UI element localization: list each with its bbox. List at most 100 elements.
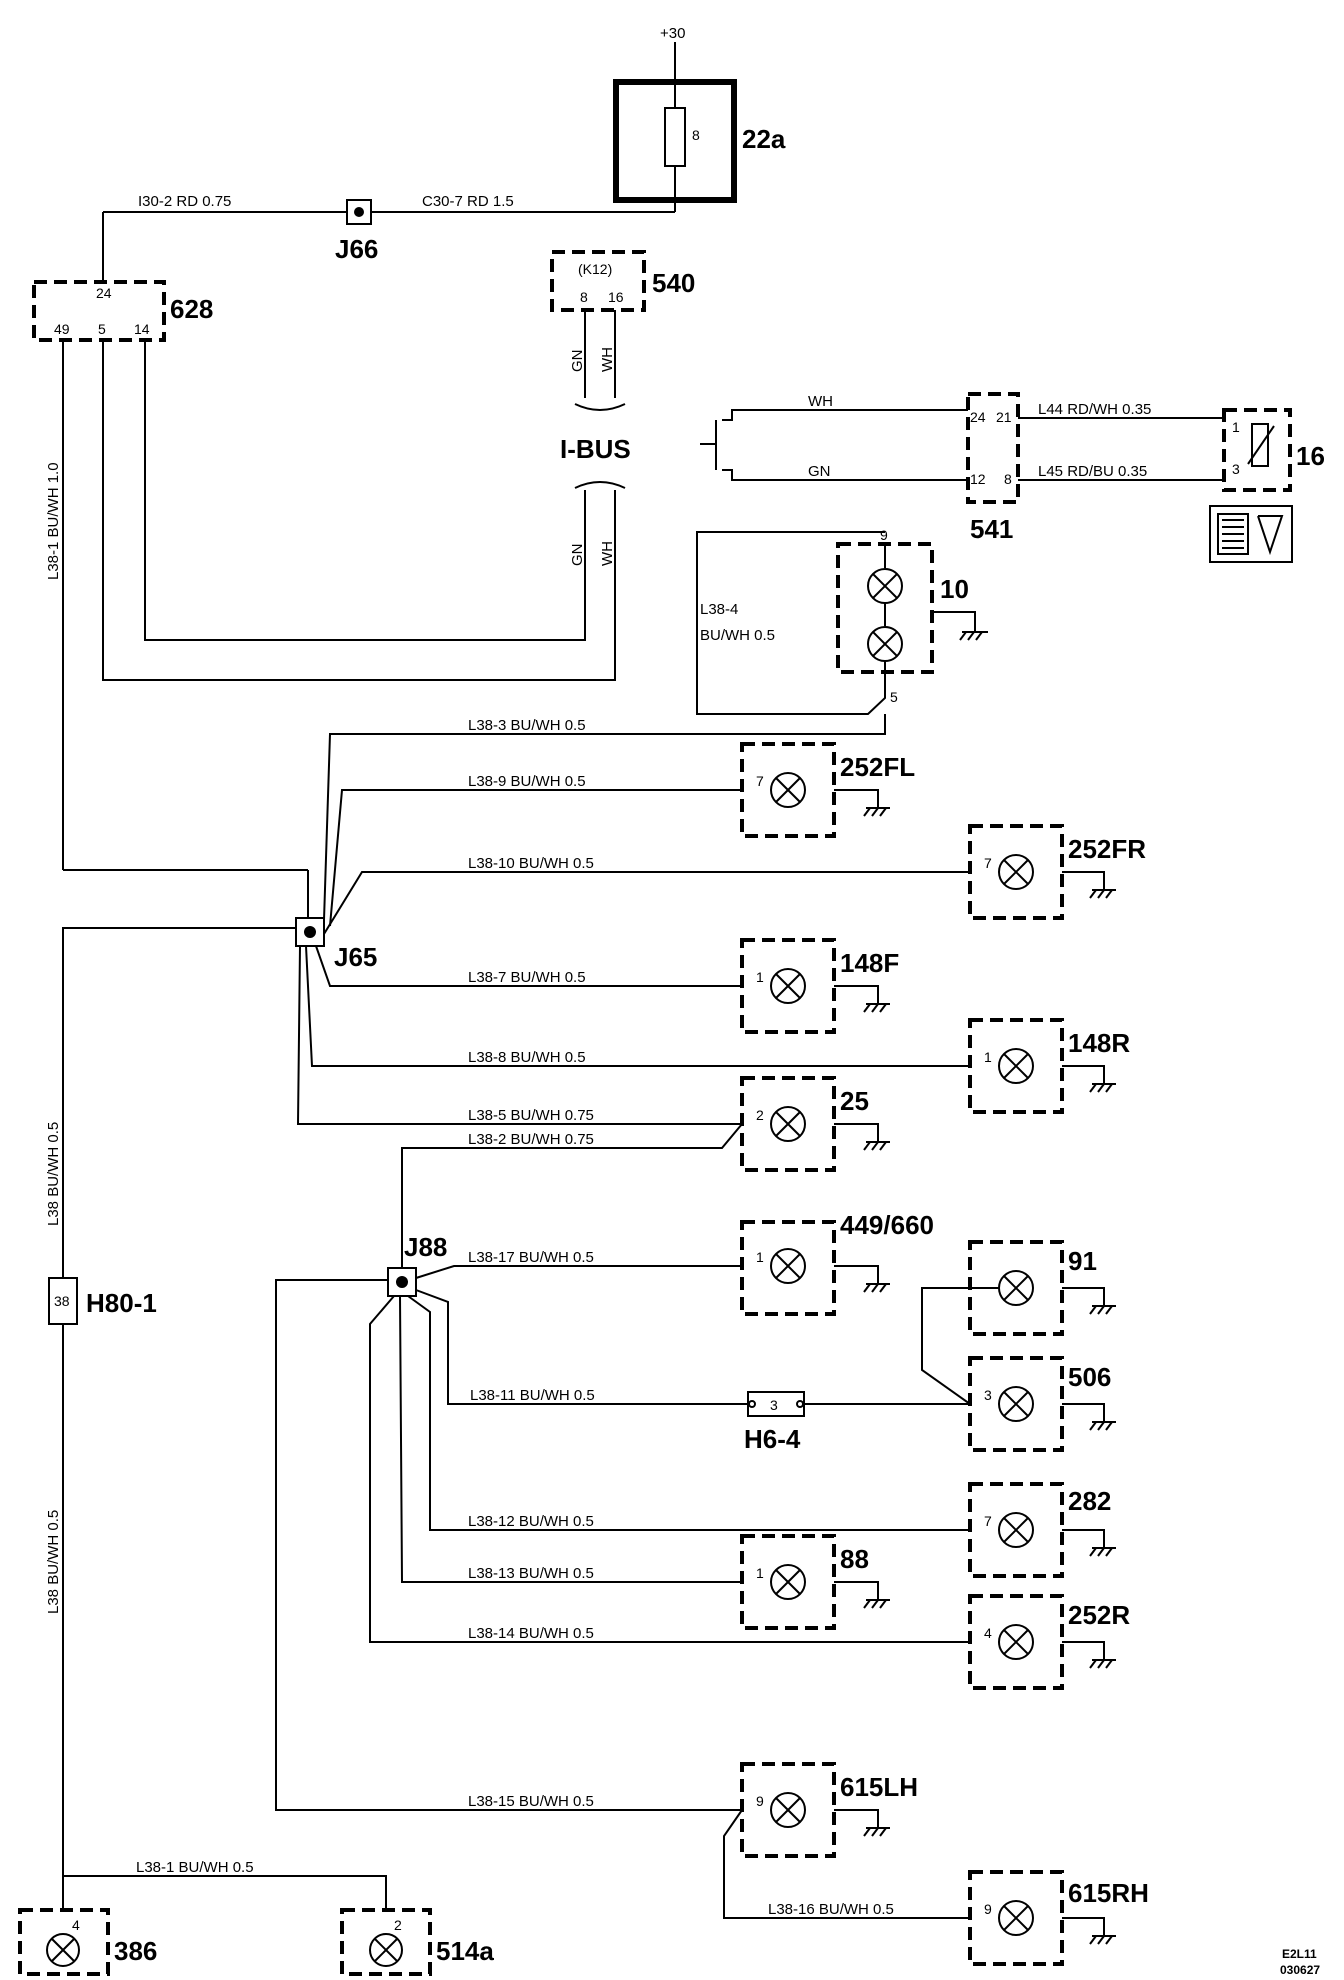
lamp-252FL (740, 742, 836, 838)
svg-text:3: 3 (770, 1397, 778, 1413)
label-148F: 148F (840, 948, 899, 978)
wire-l38-12: L38-12 BU/WH 0.5 (468, 1513, 594, 1530)
wire-l38-14: L38-14 BU/WH 0.5 (468, 1625, 594, 1642)
label-540: 540 (652, 268, 695, 298)
svg-text:1: 1 (756, 969, 764, 985)
label-615LH: 615LH (840, 1772, 918, 1802)
label-252FR: 252FR (1068, 834, 1146, 864)
svg-text:2: 2 (394, 1917, 402, 1933)
label-506: 506 (1068, 1362, 1111, 1392)
label-252FL: 252FL (840, 752, 915, 782)
wire-l38-13: L38-13 BU/WH 0.5 (468, 1565, 594, 1582)
svg-text:9: 9 (984, 1901, 992, 1917)
label-148R: 148R (1068, 1028, 1130, 1058)
svg-text:8: 8 (1004, 471, 1012, 487)
dimmer-symbol-icon (1209, 505, 1293, 563)
wire-l38-10: L38-10 BU/WH 0.5 (468, 855, 594, 872)
label-615RH: 615RH (1068, 1878, 1149, 1908)
svg-text:14: 14 (134, 321, 150, 337)
supply-label: +30 (660, 25, 685, 42)
svg-text:7: 7 (984, 855, 992, 871)
svg-text:9: 9 (756, 1793, 764, 1809)
svg-text:8: 8 (692, 127, 700, 143)
svg-text:49: 49 (54, 321, 70, 337)
label-386: 386 (114, 1936, 157, 1966)
label-449-660: 449/660 (840, 1210, 934, 1240)
module-540 (550, 250, 646, 312)
drawing-date: 030627 (1280, 1963, 1320, 1977)
svg-text:WH: WH (808, 393, 833, 410)
wire-l38-upper: L38 BU/WH 0.5 (45, 1122, 62, 1226)
label-252R: 252R (1068, 1600, 1130, 1630)
svg-text:L38-4: L38-4 (700, 601, 738, 618)
lamp-252R (968, 1594, 1064, 1690)
svg-text:7: 7 (756, 773, 764, 789)
label-91: 91 (1068, 1246, 1097, 1276)
wire-l38-1-horizontal: L38-1 BU/WH 0.5 (136, 1859, 254, 1876)
label-16: 16 (1296, 441, 1325, 471)
svg-text:1: 1 (1232, 419, 1240, 435)
svg-text:9: 9 (880, 527, 888, 543)
i-bus-label: I-BUS (560, 434, 631, 464)
drawing-code: E2L11 (1282, 1947, 1317, 1961)
module-628 (32, 280, 166, 342)
label-282: 282 (1068, 1486, 1111, 1516)
svg-text:1: 1 (984, 1049, 992, 1065)
svg-text:WH: WH (599, 347, 616, 372)
wire-l38-3: L38-3 BU/WH 0.5 (468, 717, 586, 734)
wire-l38-5: L38-5 BU/WH 0.75 (468, 1107, 594, 1124)
wire-c30-7: C30-7 RD 1.5 (422, 193, 514, 210)
svg-text:3: 3 (984, 1387, 992, 1403)
wire-l38-7: L38-7 BU/WH 0.5 (468, 969, 586, 986)
svg-text:4: 4 (72, 1917, 80, 1933)
wire-i30-2: I30-2 RD 0.75 (138, 193, 231, 210)
svg-text:38: 38 (54, 1293, 70, 1309)
svg-text:7: 7 (984, 1513, 992, 1529)
module-541 (966, 392, 1020, 504)
svg-text:WH: WH (599, 541, 616, 566)
wire-l45: L45 RD/BU 0.35 (1038, 463, 1147, 480)
label-88: 88 (840, 1544, 869, 1574)
svg-text:5: 5 (890, 689, 898, 705)
label-h80-1: H80-1 (86, 1288, 157, 1318)
label-h6-4: H6-4 (744, 1424, 801, 1454)
svg-text:GN: GN (808, 463, 831, 480)
label-22a: 22a (742, 124, 786, 154)
label-541: 541 (970, 514, 1013, 544)
svg-text:24: 24 (96, 285, 112, 301)
svg-text:12: 12 (970, 471, 986, 487)
label-j66: J66 (335, 234, 378, 264)
wire-l38-11: L38-11 BU/WH 0.5 (470, 1387, 595, 1404)
label-10: 10 (940, 574, 969, 604)
fuse-icon (664, 107, 686, 167)
label-628: 628 (170, 294, 213, 324)
svg-text:GN: GN (569, 544, 586, 567)
svg-text:4: 4 (984, 1625, 992, 1641)
wire-l38-8: L38-8 BU/WH 0.5 (468, 1049, 586, 1066)
svg-text:2: 2 (756, 1107, 764, 1123)
svg-text:1: 1 (756, 1249, 764, 1265)
wire-l44: L44 RD/WH 0.35 (1038, 401, 1151, 418)
wire-l38-lower: L38 BU/WH 0.5 (45, 1510, 62, 1614)
svg-text:3: 3 (1232, 461, 1240, 477)
label-j88: J88 (404, 1232, 447, 1262)
wire-l38-17: L38-17 BU/WH 0.5 (468, 1249, 594, 1266)
svg-text:5: 5 (98, 321, 106, 337)
svg-text:(K12): (K12) (578, 261, 612, 277)
wire-l38-2: L38-2 BU/WH 0.75 (468, 1131, 594, 1148)
label-514a: 514a (436, 1936, 494, 1966)
label-j65: J65 (334, 942, 377, 972)
wire-l38-1-vertical: L38-1 BU/WH 1.0 (45, 462, 62, 580)
wire-l38-9: L38-9 BU/WH 0.5 (468, 773, 586, 790)
svg-text:21: 21 (996, 409, 1012, 425)
svg-text:8: 8 (580, 289, 588, 305)
label-25: 25 (840, 1086, 869, 1116)
wire-l38-16: L38-16 BU/WH 0.5 (768, 1901, 894, 1918)
svg-text:24: 24 (970, 409, 986, 425)
svg-text:1: 1 (756, 1565, 764, 1581)
svg-text:16: 16 (608, 289, 624, 305)
wire-l38-15: L38-15 BU/WH 0.5 (468, 1793, 594, 1810)
svg-text:BU/WH 0.5: BU/WH 0.5 (700, 627, 775, 644)
svg-text:GN: GN (569, 350, 586, 373)
